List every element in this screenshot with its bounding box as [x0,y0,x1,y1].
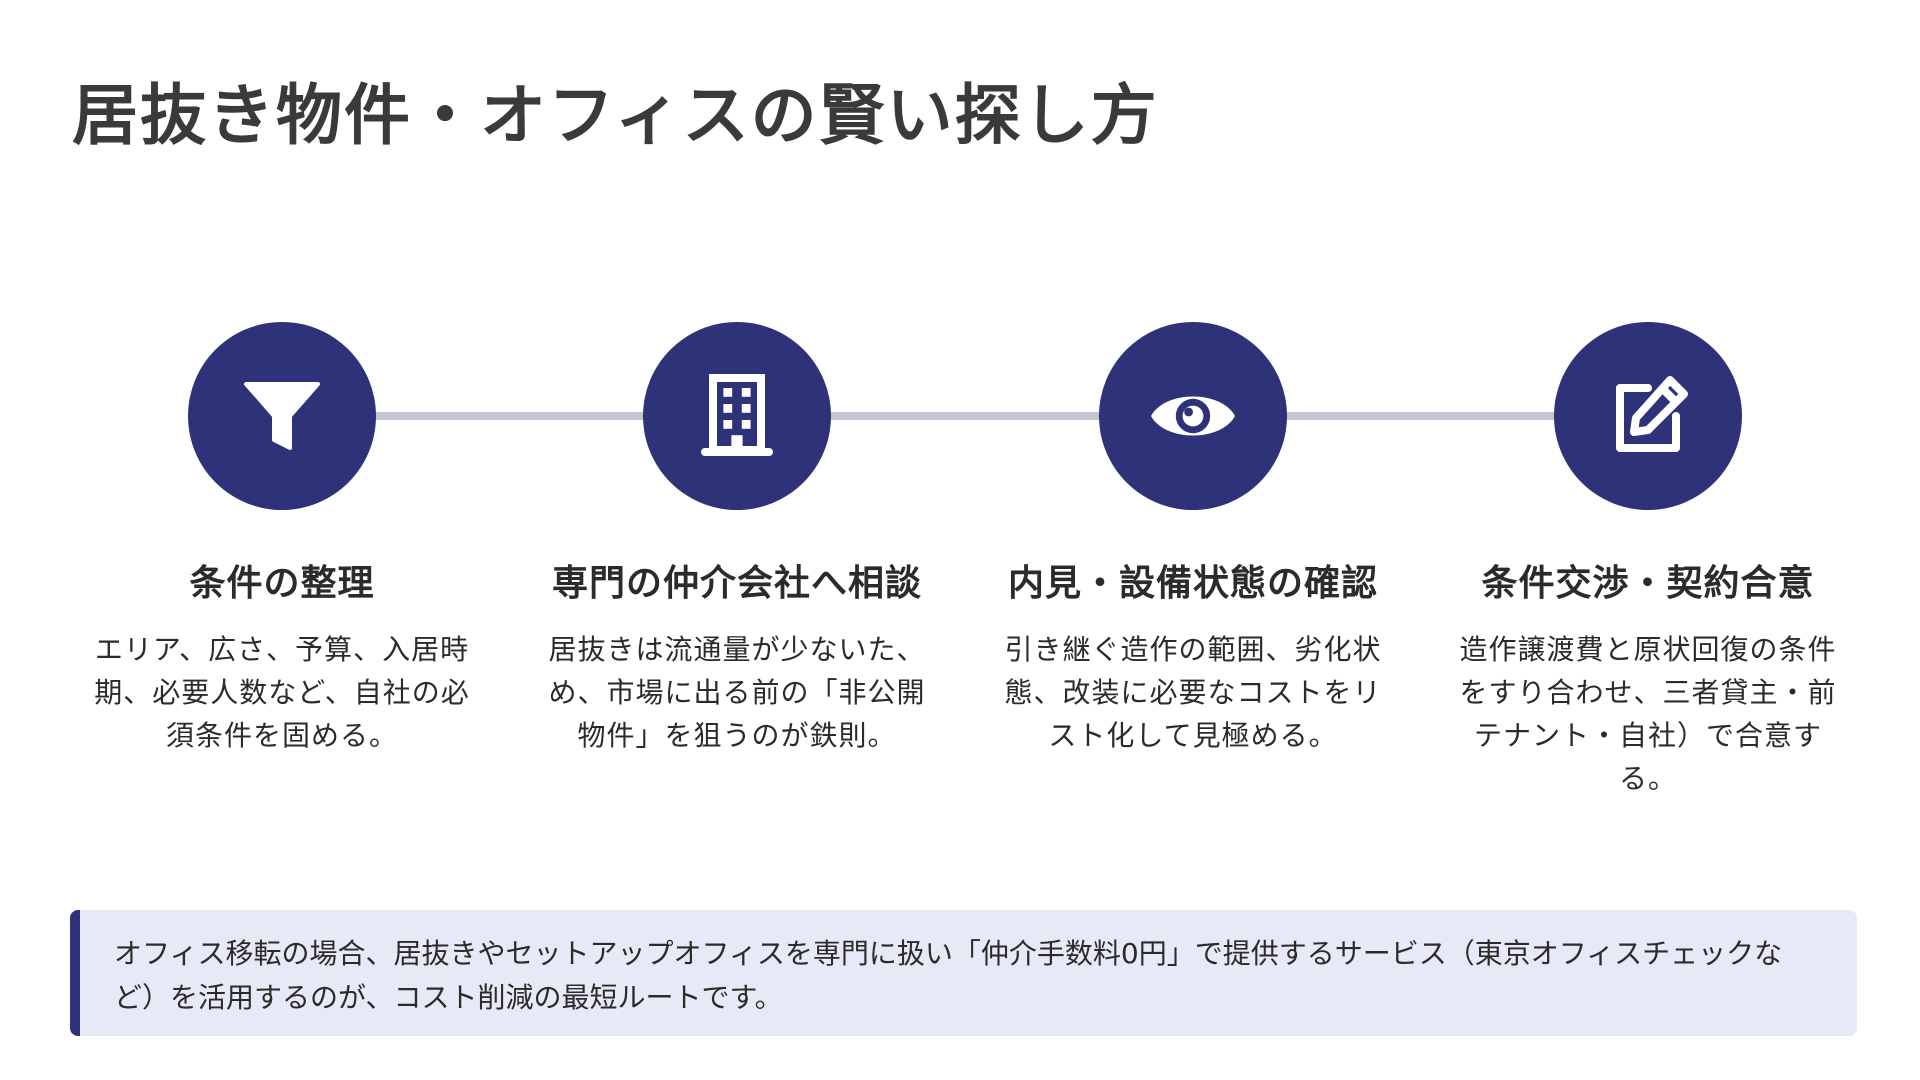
eye-icon [1151,396,1235,436]
step-4: 条件交渉・契約合意 造作譲渡費と原状回復の条件をすり合わせ、三者貸主・前テナント… [1433,322,1863,800]
funnel-icon [244,382,320,450]
step-2-title: 専門の仲介会社へ相談 [551,563,922,604]
step-3-circle [1099,322,1287,510]
step-1-circle [188,322,376,510]
building-icon [701,374,773,456]
step-connector-line [282,412,1648,420]
step-1-title: 条件の整理 [189,563,375,604]
step-3-description: 引き継ぐ造作の範囲、劣化状態、改装に必要なコストをリスト化して見極める。 [1004,633,1382,752]
step-4-title: 条件交渉・契約合意 [1481,563,1815,604]
step-2: 専門の仲介会社へ相談 居抜きは流通量が少ないた、め、市場に出る前の「非公開物件」… [522,322,952,757]
page-title: 居抜き物件・オフィスの賢い探し方 [72,77,1159,154]
step-3-title: 内見・設備状態の確認 [1007,563,1378,604]
step-1-description: エリア、広さ、予算、入居時期、必要人数など、自社の必須条件を固める。 [94,633,470,752]
step-2-circle [643,322,831,510]
step-1: 条件の整理 エリア、広さ、予算、入居時期、必要人数など、自社の必須条件を固める。 [67,322,497,757]
edit-icon [1616,376,1688,452]
step-3: 内見・設備状態の確認 引き継ぐ造作の範囲、劣化状態、改装に必要なコストをリスト化… [978,322,1408,757]
note-callout: オフィス移転の場合、居抜きやセットアップオフィスを専門に扱い「仲介手数料0円」で… [70,910,1857,1036]
note-text: オフィス移転の場合、居抜きやセットアップオフィスを専門に扱い「仲介手数料0円」で… [114,937,1783,1014]
step-4-circle [1554,322,1742,510]
step-2-description: 居抜きは流通量が少ないた、め、市場に出る前の「非公開物件」を狙うのが鉄則。 [548,633,926,752]
step-4-description: 造作譲渡費と原状回復の条件をすり合わせ、三者貸主・前テナント・自社）で合意する。 [1459,633,1837,795]
